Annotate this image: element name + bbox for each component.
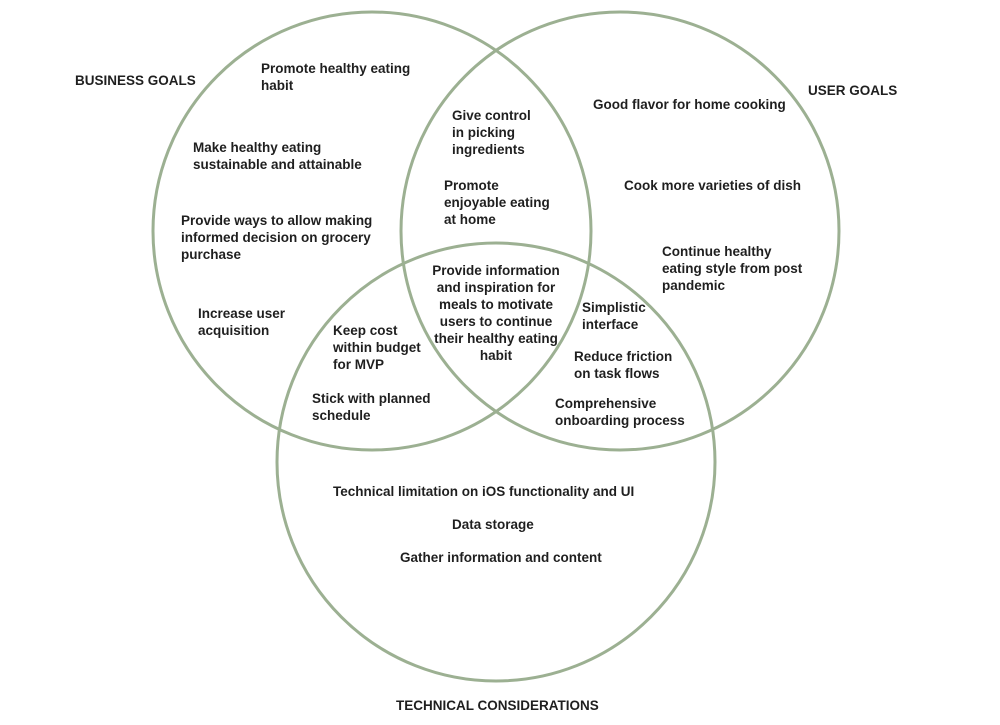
business-technical-overlap-item: Stick with planned schedule <box>312 391 431 423</box>
user-goals-circle <box>399 10 841 452</box>
all-goals-overlap-item: Provide information and inspiration for … <box>432 263 560 363</box>
user-technical-overlap-item: Simplistic interface <box>582 300 646 332</box>
user-goal-item: Good flavor for home cooking <box>593 97 786 112</box>
business-user-overlap-item: Give control in picking ingredients <box>452 108 531 157</box>
user-goal-item: Continue healthy eating style from post … <box>662 244 803 293</box>
technical-consideration-item: Gather information and content <box>400 550 602 565</box>
business-goals-title: BUSINESS GOALS <box>75 73 196 88</box>
business-user-overlap-item: Promote enjoyable eating at home <box>444 178 550 227</box>
business-goal-item: Provide ways to allow making informed de… <box>181 213 373 262</box>
business-technical-overlap-item: Keep cost within budget for MVP <box>333 323 421 372</box>
user-goal-item: Cook more varieties of dish <box>624 178 802 193</box>
technical-consideration-item: Technical limitation on iOS functionalit… <box>333 484 635 499</box>
business-goal-item: Make healthy eating sustainable and atta… <box>193 140 362 172</box>
technical-considerations-title: TECHNICAL CONSIDERATIONS <box>396 698 599 713</box>
user-technical-overlap-item: Comprehensive onboarding process <box>555 396 685 428</box>
user-technical-overlap-item: Reduce friction on task flows <box>574 349 673 381</box>
technical-consideration-item: Data storage <box>452 517 534 532</box>
business-goal-item: Increase user acquisition <box>198 306 286 338</box>
technical-considerations-circle <box>275 241 717 683</box>
business-goal-item: Promote healthy eating habit <box>261 61 411 93</box>
user-goals-title: USER GOALS <box>808 83 898 98</box>
business-goals-circle <box>151 10 593 452</box>
